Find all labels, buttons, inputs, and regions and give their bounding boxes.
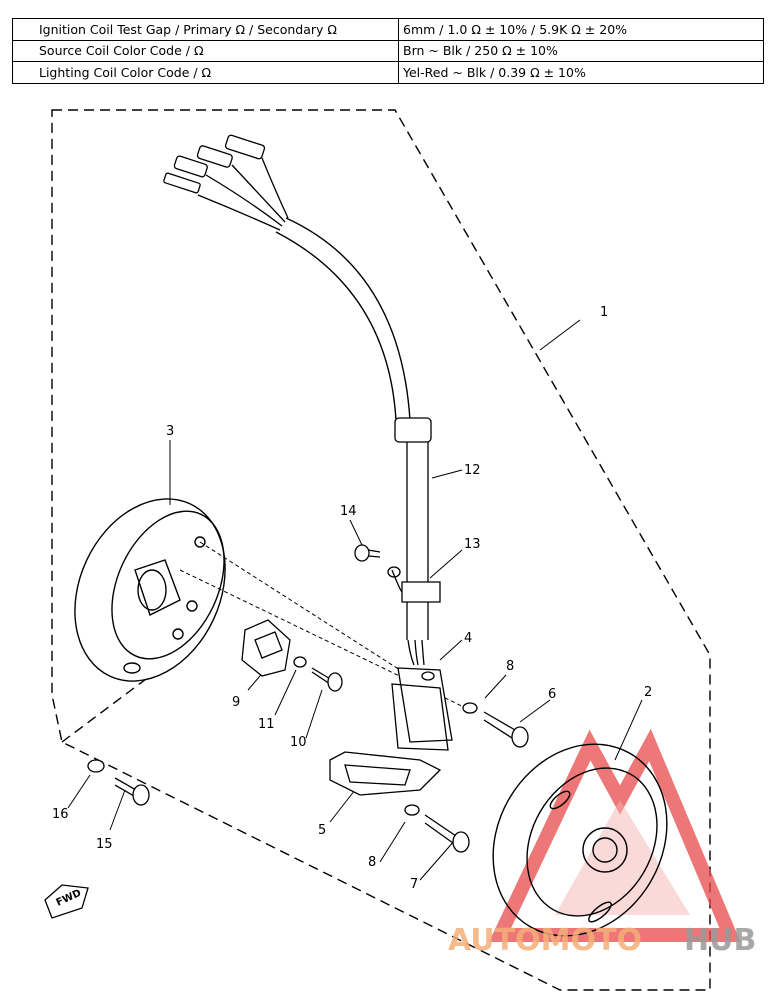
callout-label: 11 xyxy=(258,717,275,732)
pulser-coil xyxy=(329,751,442,796)
callout-label: 15 xyxy=(96,837,113,852)
cable-clamp xyxy=(401,581,441,603)
fwd-arrow-icon: FWD xyxy=(44,884,89,919)
spec-value: Yel-Red ~ Blk / 0.39 Ω ± 10% xyxy=(398,61,764,84)
wire-harness xyxy=(163,134,441,666)
callout-label: 4 xyxy=(464,631,472,646)
watermark-logo xyxy=(488,728,741,942)
connector xyxy=(163,172,201,194)
spec-table: Ignition Coil Test Gap / Primary Ω / Sec… xyxy=(12,18,764,84)
screw xyxy=(311,667,343,692)
callout-label: 7 xyxy=(410,877,418,892)
washer xyxy=(462,702,478,714)
watermark-text: AUTOMOTO HUB xyxy=(448,923,756,958)
callout-label: 1 xyxy=(600,305,608,320)
spec-row: Lighting Coil Color Code / Ω Yel-Red ~ B… xyxy=(12,61,764,84)
washer xyxy=(293,656,307,668)
assembly-boundary xyxy=(51,109,711,991)
callout-label: 5 xyxy=(318,823,326,838)
base-plate xyxy=(74,498,226,682)
grommet xyxy=(394,417,432,443)
callout-label: 8 xyxy=(368,855,376,870)
callout-label: 12 xyxy=(464,463,481,478)
screw xyxy=(424,814,470,853)
callout-label: 8 xyxy=(506,659,514,674)
source-coil xyxy=(391,667,453,751)
callout-label: 14 xyxy=(340,504,357,519)
connector xyxy=(173,155,208,178)
spec-label: Lighting Coil Color Code / Ω xyxy=(12,61,399,84)
callout-label: 3 xyxy=(166,424,174,439)
callout-label: 2 xyxy=(644,685,652,700)
callout-label: 9 xyxy=(232,695,240,710)
flywheel-rotor xyxy=(492,743,668,937)
callout-label: 10 xyxy=(290,735,307,750)
watermark-part2: HUB xyxy=(684,923,756,958)
callout-label: 13 xyxy=(464,537,481,552)
screw xyxy=(483,711,529,748)
callout-label: 16 xyxy=(52,807,69,822)
washer xyxy=(87,759,105,773)
callouts: 1 2 3 4 5 6 7 8 8 9 10 11 12 13 14 15 16 xyxy=(52,305,652,892)
watermark-part1: AUTOMOTO xyxy=(448,923,642,958)
connector xyxy=(224,134,266,160)
callout-label: 6 xyxy=(548,687,556,702)
washer xyxy=(404,804,420,816)
connector xyxy=(196,145,233,168)
screw xyxy=(114,777,150,806)
lighting-coil xyxy=(241,619,291,677)
screw xyxy=(354,544,381,562)
